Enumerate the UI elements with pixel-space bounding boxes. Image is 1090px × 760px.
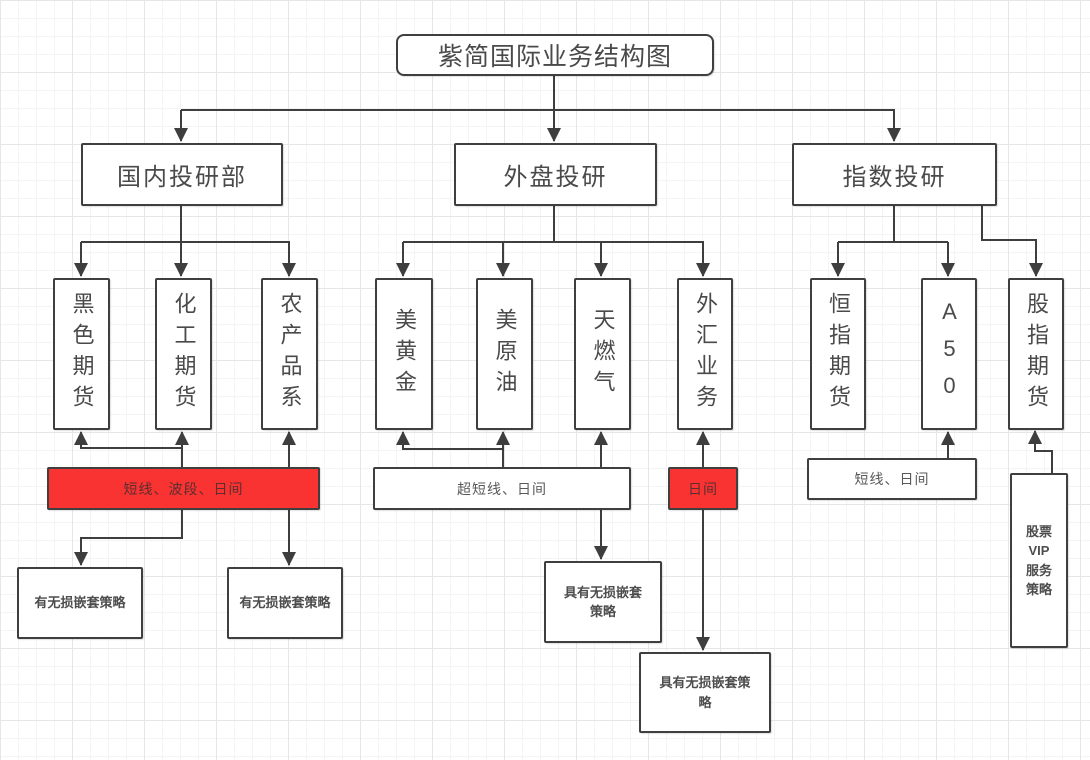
node-hsi-futures: 恒指期货 xyxy=(810,278,866,430)
connector xyxy=(981,206,1043,277)
node-strategy-foreign: 超短线、日间 xyxy=(373,467,631,510)
node-a50: A50 xyxy=(921,278,977,430)
node-index-dept: 指数投研 xyxy=(792,143,997,206)
node-lossless-mid: 具有无损嵌套 策略 xyxy=(544,561,662,643)
node-strategy-index: 短线、日间 xyxy=(807,458,977,500)
node-domestic-dept: 国内投研部 xyxy=(81,143,283,206)
node-forex: 外汇业务 xyxy=(677,278,733,430)
node-agri-products: 农产品系 xyxy=(261,278,318,430)
node-chemical-futures: 化工期货 xyxy=(155,278,212,430)
node-index-futures: 股指期货 xyxy=(1008,278,1064,430)
node-title: 紫简国际业务结构图 xyxy=(396,34,714,76)
node-natural-gas: 天燃气 xyxy=(574,278,631,430)
connector xyxy=(74,431,183,467)
node-black-futures: 黑色期货 xyxy=(53,278,110,430)
node-strategy-domestic: 短线、波段、日间 xyxy=(47,467,320,510)
node-lossless-left: 有无损嵌套策略 xyxy=(17,567,143,639)
node-vip-strategy: 股票 VIP 服务 策略 xyxy=(1010,473,1068,648)
node-us-crude: 美原油 xyxy=(476,278,533,430)
connector xyxy=(396,431,504,467)
node-lossless-bottom: 具有无损嵌套策 略 xyxy=(639,652,771,733)
node-lossless-right: 有无损嵌套策略 xyxy=(227,567,343,639)
connector xyxy=(1028,430,1053,473)
node-strategy-forex: 日间 xyxy=(668,467,738,510)
node-us-gold: 美黄金 xyxy=(375,278,433,430)
node-foreign-dept: 外盘投研 xyxy=(454,143,657,206)
connector xyxy=(74,510,183,566)
